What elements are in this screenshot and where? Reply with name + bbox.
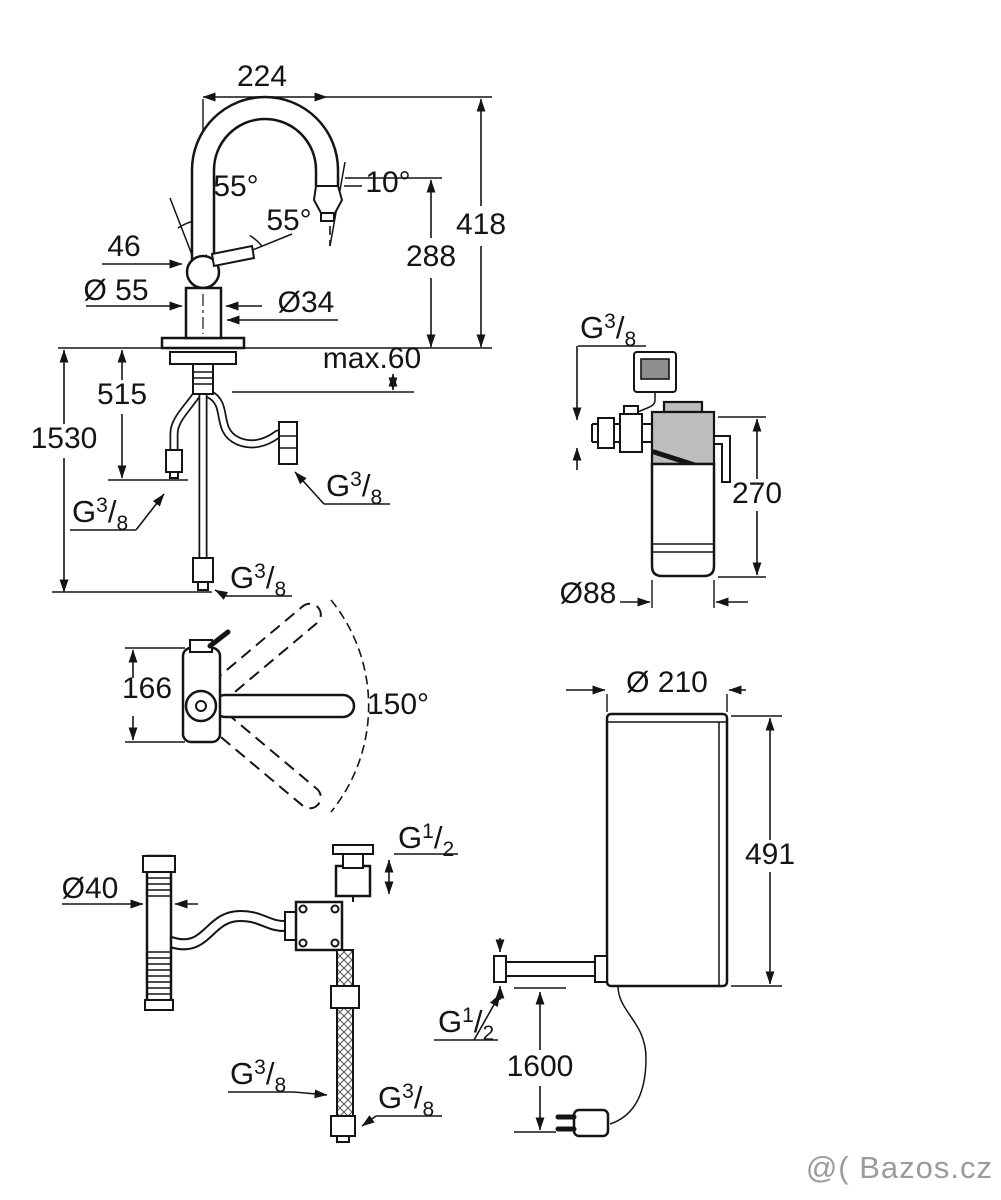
dim-filter-height: 270 [732,477,782,510]
faucet-top-view: 166 150° [122,599,429,813]
dim-filter-diameter: Ø88 [560,577,617,610]
faucet-labels: 224 10° 55° 55° 46 Ø 55 Ø34 418 288 max.… [31,60,506,601]
thread-label-g38-connection-a: G3/8 [230,1056,286,1097]
connection-labels: Ø40 G1/2 G3/8 G3/8 [62,820,454,1121]
boiler-tank [605,712,729,988]
faucet-side-view: 224 10° 55° 55° 46 Ø 55 Ø34 418 288 max.… [31,60,506,601]
supply-pipe [145,854,173,1010]
filter-cartridge [650,462,716,578]
spout-tip [312,185,344,214]
dim-pipe-diameter: Ø40 [62,872,119,905]
thread-label-g12-boiler: G1/2 [438,1004,494,1045]
shutoff-valve [334,864,372,898]
escutcheon [160,336,246,350]
braided-hose [336,949,354,1129]
faucet-body [160,95,344,591]
dim-cord-length: 1600 [507,1050,574,1083]
dim-hose-short: 515 [97,378,147,411]
watermark: @( Bazos.cz [806,1150,993,1185]
dim-boiler-diameter: Ø 210 [626,666,708,699]
boiler-labels: Ø 210 491 1600 G1/2 [438,666,795,1083]
mounting-shank [192,363,214,395]
hose-nut [330,985,360,1009]
dim-deck-thickness: max.60 [323,342,421,375]
dim-shank-diameter: Ø34 [278,286,335,319]
thread-label-g38-connection-b: G3/8 [378,1080,434,1121]
faucet-column [184,286,223,340]
filter-display-screen [640,358,670,380]
dim-hose-long: 1530 [31,422,98,455]
dim-handle-angle-upper: 55° [213,170,258,203]
dim-boiler-height: 491 [745,838,795,871]
dim-height-total: 418 [456,208,506,241]
power-cord [609,985,647,1125]
dim-height-outlet: 288 [406,240,456,273]
thread-label-g38-filter: G3/8 [580,310,636,351]
wall-bracket [713,435,731,483]
filter-dimension-lines [572,345,766,608]
aerator [320,212,335,222]
spout-position-up [207,602,322,703]
filter-labels: G3/8 270 Ø88 [560,310,782,610]
dim-body-depth: 166 [122,672,172,705]
power-plug [572,1108,610,1138]
filter-unit-view: G3/8 270 Ø88 [560,310,782,610]
dim-spout-reach: 224 [237,60,287,93]
boiler-view: Ø 210 491 1600 G1/2 [434,666,795,1138]
boiler-body [493,712,729,1138]
connection-dimension-lines [62,853,458,1127]
dim-handle-offset: 46 [107,230,140,263]
thread-label-g38-left: G3/8 [72,494,128,535]
topview-dimension-lines [125,599,370,813]
valve-handle [332,844,374,855]
boiler-hose-connector [493,955,507,983]
hose-connector-right [278,421,298,465]
hose-end-connector [330,1115,356,1137]
hose-connector-left [165,449,183,473]
filter-inlet-fitting [597,417,615,449]
lever-handle [210,244,256,268]
topview-body [181,602,356,810]
dim-swivel-angle: 150° [367,688,429,721]
connection-parts [142,844,374,1143]
faucet-dimension-lines [52,92,492,600]
filter-body [591,351,731,578]
dim-spout-angle: 10° [365,166,410,199]
spout-position-down [207,709,322,810]
dim-body-diameter: Ø 55 [83,274,148,307]
thread-label-g12-connection: G1/2 [398,820,454,861]
topview-labels: 166 150° [122,672,429,721]
thread-label-g38-bottom: G3/8 [230,560,286,601]
thread-label-g38-right: G3/8 [326,468,382,509]
hose-connector-bottom [192,557,214,583]
boiler-dimension-lines [434,685,782,1133]
undersink-connection-view: Ø40 G1/2 G3/8 G3/8 [62,820,458,1143]
spout-top-view [212,693,356,719]
filter-valve [619,413,643,453]
boiler-inlet-fitting [594,955,608,983]
swivel-arc [330,599,370,813]
dim-handle-angle-lower: 55° [266,204,311,237]
